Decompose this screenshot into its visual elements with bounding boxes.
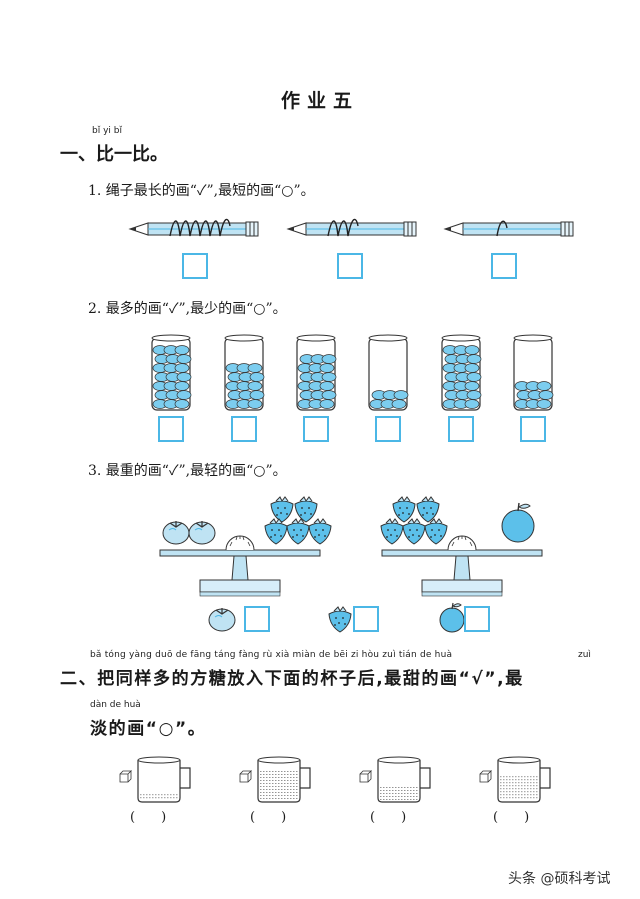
q2-answer-box-5[interactable] bbox=[448, 416, 474, 442]
pencil-3 bbox=[444, 220, 574, 237]
section2-heading-line2: 淡的画“○”。 bbox=[90, 719, 207, 739]
q2-answer-box-4[interactable] bbox=[375, 416, 401, 442]
section2-heading-line1: 二、把同样多的方糖放入下面的杯子后,最甜的画“√”,最 bbox=[60, 669, 524, 689]
q2-answer-box-3[interactable] bbox=[303, 416, 329, 442]
cup-3 bbox=[359, 756, 431, 803]
q1-answer-box-3[interactable] bbox=[491, 253, 517, 279]
pencil-2 bbox=[287, 218, 417, 237]
tomato-icon bbox=[208, 607, 236, 632]
q2-jars bbox=[151, 334, 554, 411]
cup-answer-3[interactable]: ( ) bbox=[370, 810, 407, 825]
cup-4 bbox=[479, 756, 551, 803]
cup-2 bbox=[239, 756, 311, 803]
q2-answer-box-6[interactable] bbox=[520, 416, 546, 442]
jar-4 bbox=[368, 334, 409, 411]
strawberry-icon bbox=[328, 606, 352, 633]
q3-scales bbox=[159, 496, 543, 597]
q3-answer-box-2[interactable] bbox=[353, 606, 379, 632]
jar-3 bbox=[296, 334, 337, 411]
jar-2 bbox=[224, 334, 265, 411]
q3-option-icons bbox=[208, 602, 465, 633]
jar-5 bbox=[441, 334, 482, 411]
section1-heading: 一、比一比。 bbox=[60, 144, 168, 165]
jar-6 bbox=[513, 334, 554, 411]
apple-icon bbox=[439, 602, 465, 633]
jar-1 bbox=[151, 334, 192, 411]
section2-pinyin-zui: zuì bbox=[578, 650, 591, 660]
q3-text: 3. 最重的画“✓”,最轻的画“○”。 bbox=[88, 463, 287, 479]
pencil-1 bbox=[129, 218, 259, 237]
section1-pinyin: bǐ yi bǐ bbox=[92, 126, 122, 136]
section2-cups bbox=[119, 756, 551, 803]
cup-answer-4[interactable]: ( ) bbox=[493, 810, 530, 825]
watermark: 头条 @硕科考试 bbox=[508, 871, 611, 887]
q2-text: 2. 最多的画“✓”,最少的画“○”。 bbox=[88, 301, 287, 317]
section2-pinyin-line1: bǎ tóng yàng duō de fāng táng fàng rù xi… bbox=[90, 650, 453, 660]
cup-answer-1[interactable]: ( ) bbox=[130, 810, 167, 825]
q2-answer-box-1[interactable] bbox=[158, 416, 184, 442]
q1-answer-box-2[interactable] bbox=[337, 253, 363, 279]
q3-answer-box-3[interactable] bbox=[464, 606, 490, 632]
cup-answer-2[interactable]: ( ) bbox=[250, 810, 287, 825]
q3-answer-box-1[interactable] bbox=[244, 606, 270, 632]
q2-answer-box-2[interactable] bbox=[231, 416, 257, 442]
cup-1 bbox=[119, 756, 191, 803]
q1-answer-box-1[interactable] bbox=[182, 253, 208, 279]
section2-pinyin-line2: dàn de huà bbox=[90, 700, 141, 710]
q1-text: 1. 绳子最长的画“✓”,最短的画“○”。 bbox=[88, 183, 315, 199]
page-title: 作业五 bbox=[280, 90, 359, 112]
q1-pencils bbox=[129, 218, 574, 237]
